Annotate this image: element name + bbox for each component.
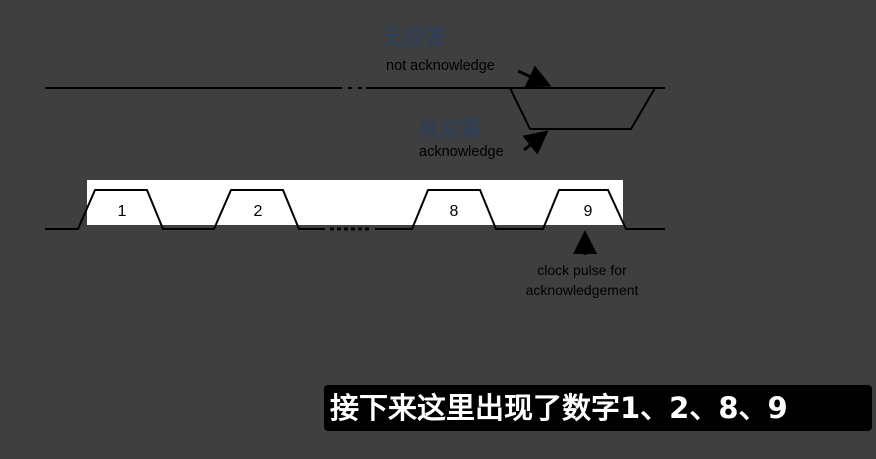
- clock-note-line-1: clock pulse for: [537, 262, 627, 278]
- no-ack-en-label: not acknowledge: [386, 58, 495, 74]
- ack-cn-label: 有应答: [418, 117, 482, 141]
- scl-signal-right: [375, 189, 665, 230]
- pulse-label-9: 9: [584, 203, 593, 220]
- pulse-label-2: 2: [254, 203, 263, 220]
- no-ack-arrow-icon: [517, 65, 552, 88]
- ack-en-label: acknowledge: [419, 144, 504, 160]
- video-subtitle: 接下来这里出现了数字1、2、8、9: [324, 385, 872, 431]
- sda-ack-trough: [509, 87, 656, 130]
- highlight-band: [87, 180, 623, 225]
- sda-signal: [45, 87, 665, 130]
- scl-signal-left: [45, 189, 325, 230]
- pulse-label-1: 1: [118, 203, 127, 220]
- pulse-label-8: 8: [450, 203, 459, 220]
- clock-note-line-2: acknowledgement: [526, 282, 639, 298]
- ack-arrow-icon: [522, 130, 549, 155]
- no-ack-cn-label: 无应答: [383, 25, 447, 49]
